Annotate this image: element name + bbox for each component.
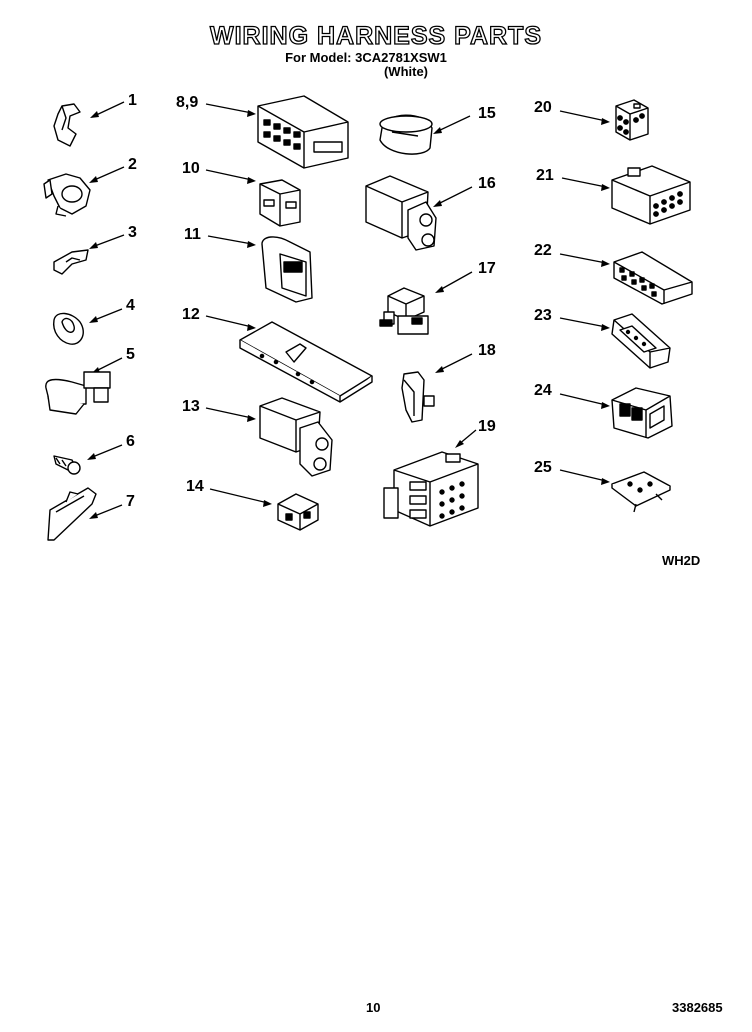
leader-arrow-22: [559, 253, 610, 267]
part-12-connector: [239, 321, 373, 403]
leader-arrow-13: [205, 407, 256, 422]
part-7-tie: [47, 487, 97, 541]
document-number: 3382685: [672, 1000, 723, 1015]
leader-arrow-20: [559, 110, 610, 125]
callout-19: 19: [478, 418, 496, 435]
part-16-connector: [365, 175, 437, 251]
callout-14: 14: [186, 478, 204, 495]
callout-16: 16: [478, 175, 496, 192]
model-line: For Model: 3CA2781XSW1: [285, 50, 447, 65]
callout-17: 17: [478, 260, 496, 277]
callout-20: 20: [534, 99, 552, 116]
callout-22: 22: [534, 242, 552, 259]
part-5-clamp: [45, 371, 111, 415]
leader-arrow-24: [559, 393, 610, 409]
callout-10: 10: [182, 160, 200, 177]
leader-arrow-17: [435, 271, 473, 293]
leader-arrow-4: [89, 308, 123, 323]
part-18-clip: [401, 371, 435, 423]
part-14-plug: [277, 493, 319, 531]
leader-arrow-12: [205, 315, 256, 331]
part-13-connector: [259, 397, 333, 477]
callout-18: 18: [478, 342, 496, 359]
callout-3: 3: [128, 224, 137, 241]
leader-arrow-3: [89, 234, 125, 249]
part-19-connector: [383, 451, 479, 527]
leader-arrow-23: [559, 317, 610, 331]
part-11-connector: [261, 236, 313, 303]
leader-arrow-18: [435, 353, 473, 373]
leader-arrow-19: [455, 429, 477, 448]
callout-5: 5: [126, 346, 135, 363]
page-number: 10: [366, 1000, 381, 1015]
leader-arrow-6: [87, 444, 123, 460]
part-4-ring: [53, 312, 84, 345]
part-22-connector: [613, 251, 693, 305]
leader-arrow-16: [433, 186, 473, 207]
callout-25: 25: [534, 459, 552, 476]
part-20-connector: [615, 99, 649, 141]
part-23-connector: [611, 313, 671, 369]
part-10-connector: [259, 179, 301, 227]
leader-arrow-14: [209, 488, 272, 507]
page-title: WIRING HARNESS PARTS: [209, 21, 543, 50]
callout-11: 11: [184, 226, 201, 243]
part-6-screw: [53, 455, 81, 475]
leader-arrow-25: [559, 469, 610, 485]
callout-7: 7: [126, 493, 135, 510]
part-3-clip: [53, 249, 89, 275]
callout-6: 6: [126, 433, 135, 450]
diagram-code: WH2D: [662, 553, 701, 568]
callout-15: 15: [478, 105, 496, 122]
leader-arrow-11: [207, 235, 256, 248]
leader-arrow-15: [433, 115, 471, 134]
leader-arrow-2: [89, 166, 125, 183]
callout-2: 2: [128, 156, 137, 173]
leader-arrow-1: [90, 101, 125, 118]
color-line: (White): [383, 64, 429, 79]
callout-8-9: 8,9: [176, 94, 199, 111]
part-21-connector: [611, 165, 691, 225]
leader-arrow-21: [561, 177, 610, 191]
part-25-terminal-plate: [611, 471, 671, 513]
leader-arrow-7: [89, 504, 123, 519]
callout-13: 13: [182, 398, 200, 415]
part-8-9-connector: [257, 95, 349, 169]
callout-23: 23: [534, 307, 552, 324]
part-1-clip: [53, 103, 81, 147]
callout-24: 24: [534, 382, 552, 399]
leader-arrows: [87, 101, 610, 519]
leader-arrow-10: [205, 169, 256, 184]
callout-4: 4: [126, 297, 135, 314]
part-15-sleeve: [379, 114, 433, 155]
part-2-clamp: [43, 173, 91, 217]
callout-1: 1: [128, 92, 137, 109]
part-17-connector: [379, 287, 429, 335]
callout-21: 21: [536, 167, 554, 184]
part-24-connector: [611, 387, 673, 439]
callout-12: 12: [182, 306, 200, 323]
leader-arrow-8-9: [205, 103, 256, 117]
